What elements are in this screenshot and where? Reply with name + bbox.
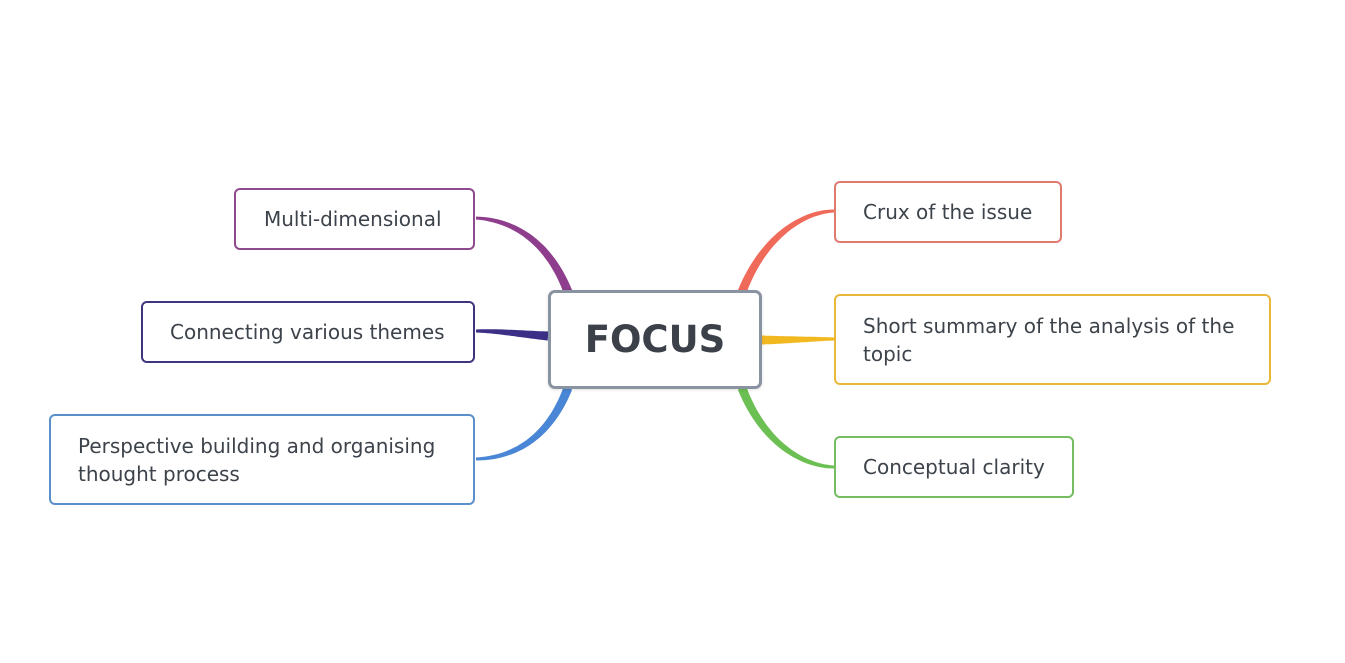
central-topic-label: FOCUS	[584, 317, 726, 361]
branch-label: Multi-dimensional	[264, 207, 442, 231]
branch-label: Connecting various themes	[170, 320, 445, 344]
branch-label: Crux of the issue	[863, 200, 1033, 224]
branch-label: Short summary of the analysis of the top…	[863, 313, 1235, 366]
connector-persp	[476, 386, 573, 461]
branch-node-crux-of-issue[interactable]: Crux of the issue	[834, 181, 1062, 243]
branch-node-perspective-building[interactable]: Perspective building and organising thou…	[49, 414, 475, 505]
branch-label: Conceptual clarity	[863, 455, 1045, 479]
branch-label: Perspective building and organising thou…	[78, 433, 436, 486]
central-topic-node[interactable]: FOCUS	[548, 290, 762, 389]
branch-node-short-summary[interactable]: Short summary of the analysis of the top…	[834, 294, 1271, 385]
connector-concept	[737, 386, 835, 469]
branch-node-conceptual-clarity[interactable]: Conceptual clarity	[834, 436, 1074, 498]
connector-summary	[762, 335, 834, 345]
connector-crux	[737, 209, 835, 294]
connector-multi	[475, 216, 573, 294]
connector-connect	[476, 329, 549, 341]
branch-node-connecting-themes[interactable]: Connecting various themes	[141, 301, 475, 363]
branch-node-multi-dimensional[interactable]: Multi-dimensional	[234, 188, 475, 250]
